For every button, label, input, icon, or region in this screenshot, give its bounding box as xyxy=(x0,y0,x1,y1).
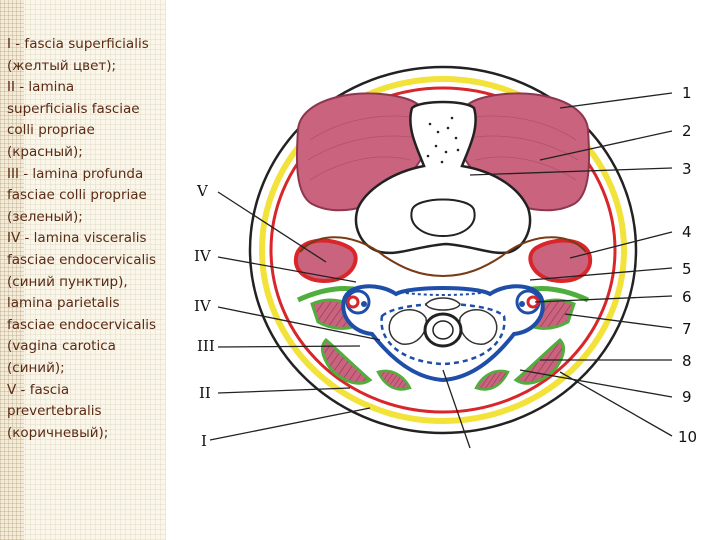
legend-line: II - lamina xyxy=(7,79,75,96)
legend-line: superficialis fasciae xyxy=(7,100,140,117)
legend-line: V - fascia xyxy=(7,381,70,398)
fascia-prevertebralis xyxy=(299,236,587,278)
label-6: 6 xyxy=(682,288,692,306)
thyroid-gland xyxy=(388,309,498,345)
label-2: 2 xyxy=(682,122,692,140)
legend-line: lamina parietalis xyxy=(7,295,120,312)
legend-line: (красный); xyxy=(7,143,83,160)
bone-dots xyxy=(426,116,460,164)
legend-line: (vagina carotica xyxy=(7,338,116,355)
legend-line: (желтый цвет); xyxy=(7,57,117,74)
legend-line: fasciae endocervicalis xyxy=(7,316,157,333)
label-roman-iv-b: IV xyxy=(194,297,212,315)
legend-line: (синий пунктир), xyxy=(7,273,128,290)
legend-line: (синий); xyxy=(7,359,65,376)
legend-line: fasciae colli propriae xyxy=(7,187,147,204)
legend-line: fasciae endocervicalis xyxy=(7,251,157,268)
fascia-superficialis xyxy=(259,76,627,424)
label-roman-i: I xyxy=(201,432,207,450)
vertebra xyxy=(354,100,532,255)
trachea-lumen xyxy=(432,320,454,340)
label-roman-iv-a: IV xyxy=(194,247,212,265)
vertebral-foramen xyxy=(410,198,476,238)
legend-line: (коричневый); xyxy=(7,424,109,441)
label-9: 9 xyxy=(682,388,692,406)
muscle-texture xyxy=(307,115,579,181)
legend-line: IV - lamina visceralis xyxy=(7,230,147,247)
legend-line: (зеленый); xyxy=(7,208,83,225)
legend-line: colli propriae xyxy=(7,122,95,139)
left-carotid-sheath xyxy=(345,289,371,315)
left-leader-lines xyxy=(209,191,471,449)
label-7: 7 xyxy=(682,320,692,338)
decorative-strip xyxy=(0,0,24,540)
pretracheal-dots xyxy=(399,291,487,296)
lamina-superficialis xyxy=(269,86,617,414)
esophagus xyxy=(425,297,461,311)
label-roman-ii: II xyxy=(199,384,211,402)
label-4: 4 xyxy=(682,223,692,241)
label-8: 8 xyxy=(682,352,692,370)
legend-line: III - lamina profunda xyxy=(7,165,144,182)
right-strap-muscle xyxy=(513,337,565,385)
right-sternothyroid-muscle xyxy=(474,369,510,391)
legend-text: I - fascia superficialis (желтый цвет); … xyxy=(7,34,165,444)
label-5: 5 xyxy=(682,260,692,278)
right-leader-lines xyxy=(469,92,673,437)
label-roman-v: V xyxy=(196,182,209,200)
label-10: 10 xyxy=(678,428,697,446)
legend-line: I - fascia superficialis xyxy=(7,36,149,52)
left-sternothyroid-muscle xyxy=(376,369,412,391)
left-strap-muscle xyxy=(321,337,373,385)
legend-panel xyxy=(0,0,166,540)
label-3: 3 xyxy=(682,160,692,178)
label-1: 1 xyxy=(682,84,692,102)
label-roman-iii: III xyxy=(197,337,215,355)
legend-line: prevertebralis xyxy=(7,403,102,420)
